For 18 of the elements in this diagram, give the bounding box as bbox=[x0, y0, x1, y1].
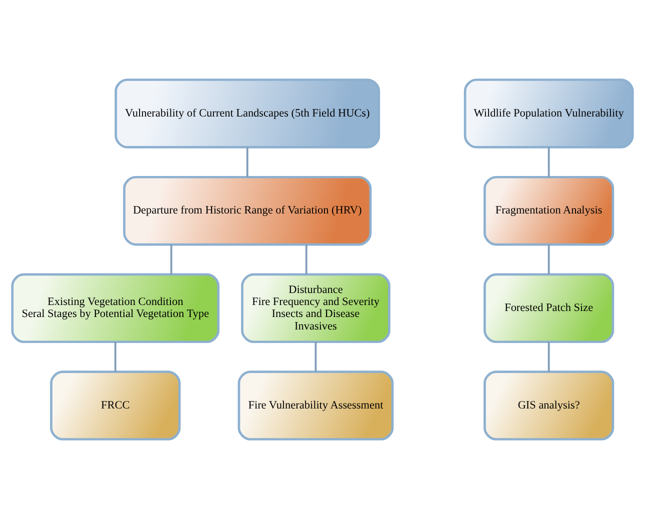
connector bbox=[548, 341, 550, 372]
node-box: Fire Vulnerability Assessment bbox=[238, 370, 394, 440]
node-box: GIS analysis? bbox=[484, 370, 614, 440]
connector bbox=[314, 341, 317, 372]
node-box: Vulnerability of Current Landscapes (5th Field HUCs) bbox=[114, 78, 380, 148]
node-box: Existing Vegetation Condition Seral Stages by Potential Vegetation Type bbox=[11, 272, 220, 343]
node-box: FRCC bbox=[50, 370, 181, 440]
connector bbox=[305, 244, 308, 274]
connector bbox=[246, 146, 248, 177]
node-box: Departure from Historic Range of Variation (HRV) bbox=[123, 175, 372, 246]
connector bbox=[548, 244, 550, 274]
connector bbox=[170, 244, 172, 274]
connector bbox=[114, 341, 116, 372]
connector bbox=[548, 146, 550, 177]
node-box: Forested Patch Size bbox=[484, 272, 614, 343]
node-box: Fragmentation Analysis bbox=[484, 175, 614, 246]
node-box: Disturbance Fire Frequency and Severity Insects and Disease Invasives bbox=[241, 272, 390, 343]
node-box: Wildlife Population Vulnerability bbox=[464, 78, 634, 148]
